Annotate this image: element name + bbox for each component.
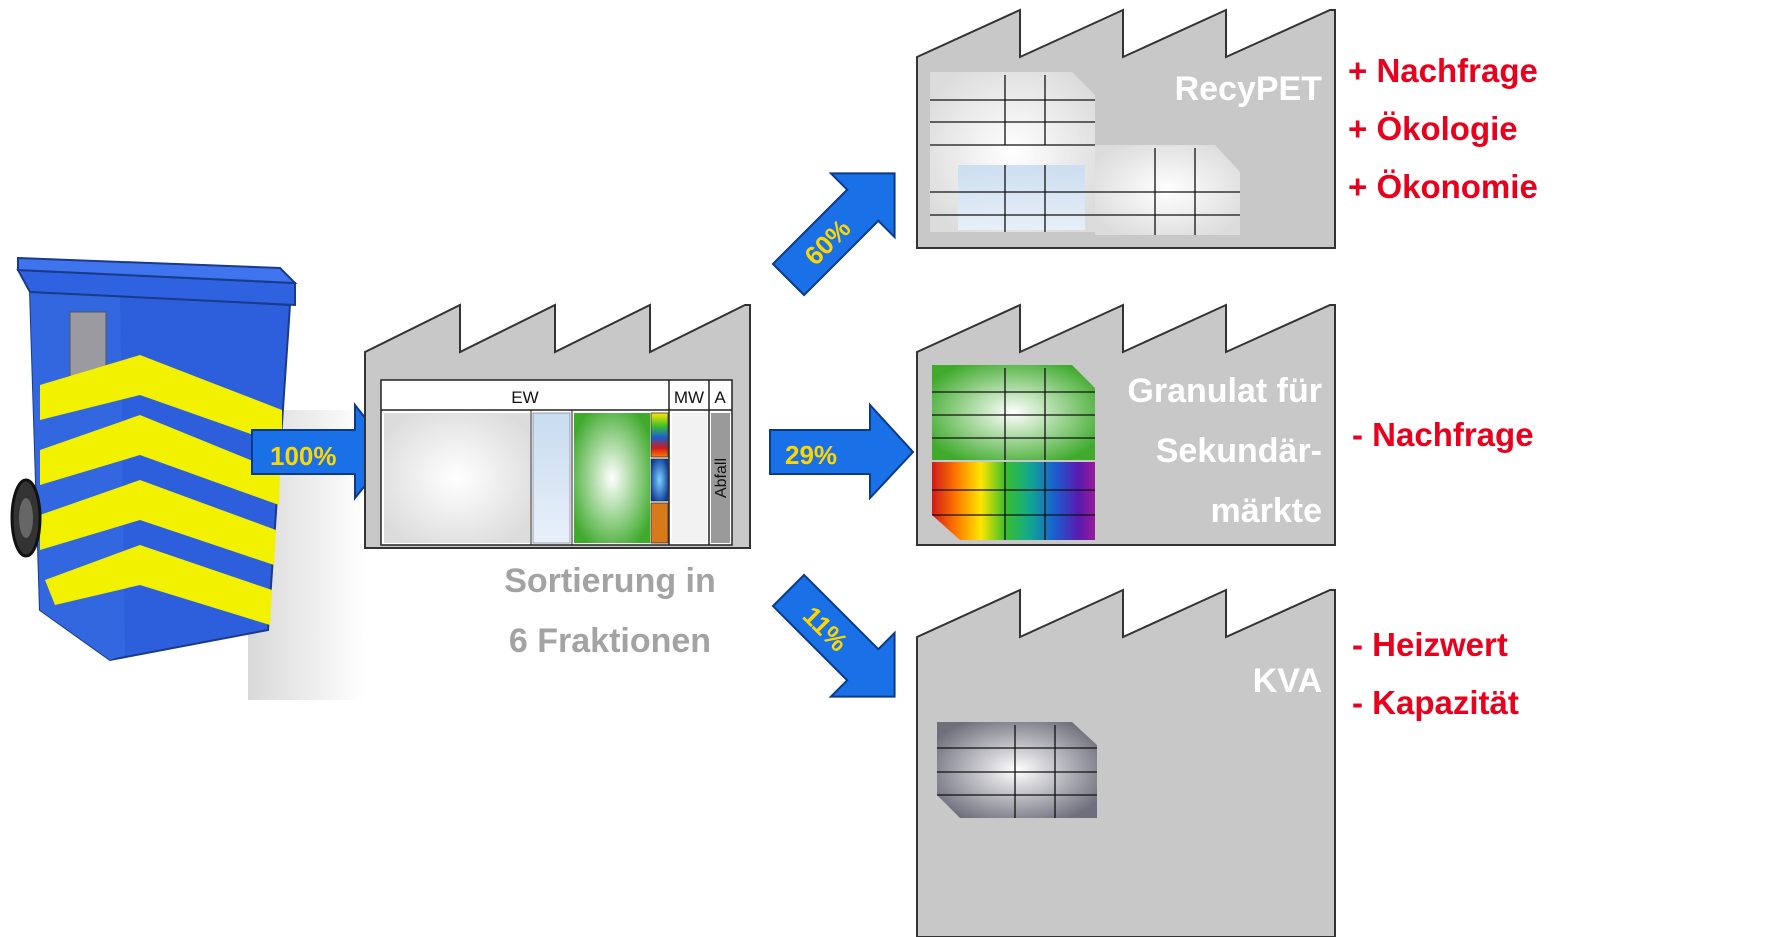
note-recypet-2: + Ökologie xyxy=(1348,110,1518,147)
header-ew: EW xyxy=(511,388,538,407)
note-kva-2: - Kapazität xyxy=(1352,684,1519,721)
factory-kva: KVA xyxy=(916,588,1336,937)
sorting-caption-line2: 6 Fraktionen xyxy=(509,622,711,660)
factory-granulat: Granulat für Sekundär- märkte xyxy=(916,303,1336,546)
arrow-to-recypet: 60% xyxy=(771,172,896,297)
bale-stack-colored xyxy=(932,365,1095,540)
input-percent: 100% xyxy=(270,441,337,471)
sorting-caption-line1: Sortierung in xyxy=(504,562,716,600)
recycling-bin-icon xyxy=(10,256,365,700)
bale-stack-gray xyxy=(937,722,1097,818)
recypet-notes: + Nachfrage + Ökologie + Ökonomie xyxy=(1348,52,1538,205)
note-recypet-3: + Ökonomie xyxy=(1348,168,1538,205)
factory-recypet: RecyPET xyxy=(916,8,1336,249)
recypet-title: RecyPET xyxy=(1175,70,1323,108)
note-granulat-1: - Nachfrage xyxy=(1352,416,1534,453)
note-kva-1: - Heizwert xyxy=(1352,626,1508,663)
percent-granulat: 29% xyxy=(785,440,837,470)
arrow-to-kva: 11% xyxy=(771,573,896,698)
granulat-title-3: märkte xyxy=(1210,492,1322,530)
kva-title: KVA xyxy=(1253,662,1322,700)
bale-stack-white xyxy=(930,72,1240,235)
waste-label: Abfall xyxy=(713,458,730,498)
note-recypet-1: + Nachfrage xyxy=(1348,52,1538,89)
header-mw: MW xyxy=(674,388,704,407)
header-a: A xyxy=(714,388,726,407)
granulat-title-2: Sekundär- xyxy=(1156,432,1322,470)
granulat-title-1: Granulat für xyxy=(1127,372,1322,410)
arrow-to-granulat xyxy=(769,402,915,501)
sorting-plant: EW MW A Abfall xyxy=(364,303,751,549)
